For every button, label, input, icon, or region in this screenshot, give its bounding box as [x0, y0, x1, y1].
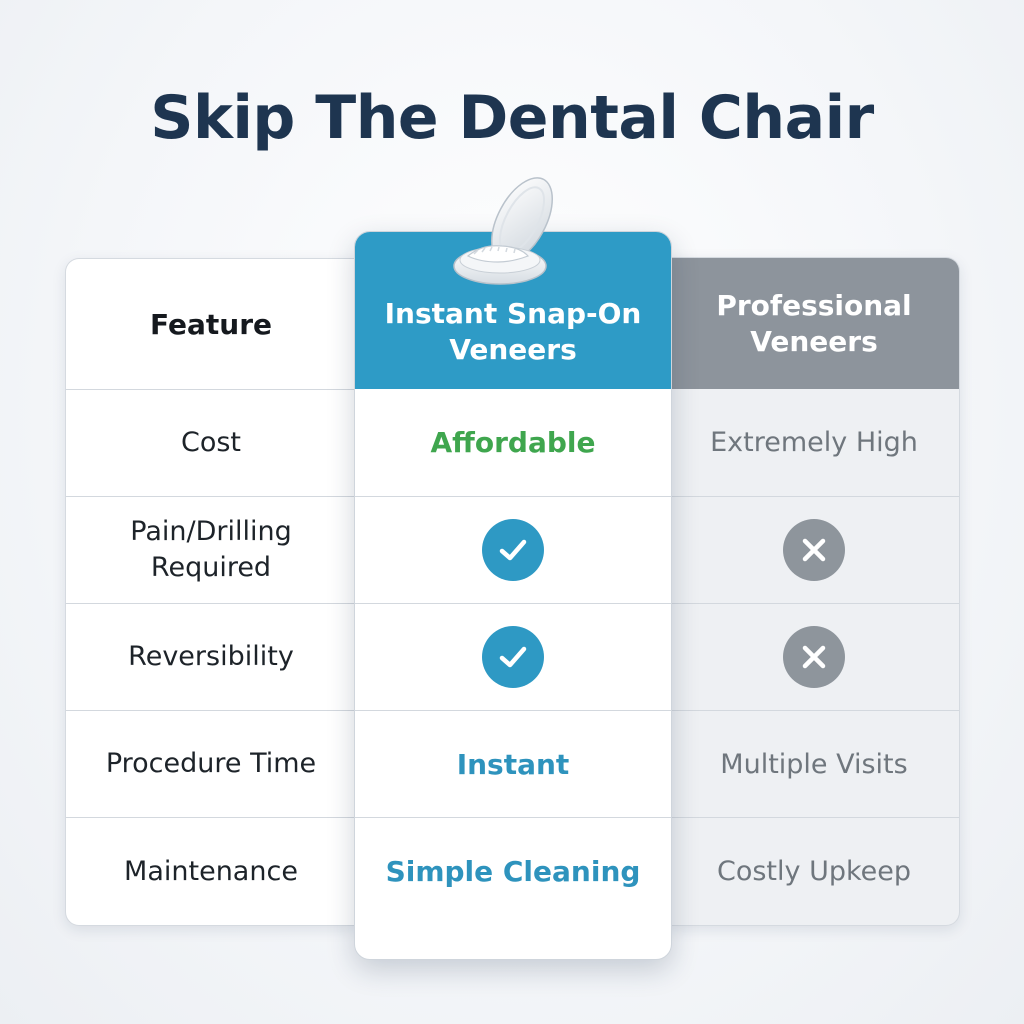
- feature-header-label: Feature: [150, 307, 272, 341]
- x-icon: [783, 626, 845, 688]
- snap-on-procedure-cell: Instant: [355, 710, 671, 817]
- feature-label-cost: Cost: [180, 427, 242, 458]
- professional-procedure-cell: Multiple Visits: [669, 710, 959, 817]
- professional-header-label: Professional Veneers: [716, 288, 912, 358]
- professional-pain-cell: [669, 496, 959, 603]
- snap-on-maintenance-value: Simple Cleaning: [385, 855, 641, 888]
- professional-column: Professional Veneers Extremely High Mult…: [669, 257, 960, 926]
- snap-on-procedure-value: Instant: [456, 747, 570, 781]
- table-row-reversibility: Reversibility: [66, 603, 356, 710]
- snap-on-header-label: Instant Snap-On Veneers: [384, 296, 642, 366]
- feature-label-reversibility: Reversibility: [128, 641, 294, 672]
- professional-maintenance-cell: Costly Upkeep: [669, 817, 959, 925]
- feature-label-maintenance: Maintenance: [124, 855, 298, 887]
- x-icon: [783, 519, 845, 581]
- feature-label-procedure-time: Procedure Time: [105, 748, 317, 779]
- snap-on-reversibility-cell: [355, 603, 671, 710]
- professional-procedure-value: Multiple Visits: [720, 748, 908, 780]
- professional-header-cell: Professional Veneers: [669, 258, 959, 389]
- page-title: Skip The Dental Chair: [150, 83, 874, 153]
- feature-label-pain: Pain/Drilling Required: [130, 516, 292, 583]
- checkmark-icon: [482, 519, 544, 581]
- table-row-cost: Cost: [66, 389, 356, 496]
- professional-cost-value: Extremely High: [710, 427, 918, 458]
- snap-on-column: Instant Snap-On Veneers Affordable Insta…: [354, 231, 672, 960]
- table-row-pain: Pain/Drilling Required: [66, 496, 356, 603]
- snap-on-cost-value: Affordable: [430, 426, 596, 459]
- feature-header-cell: Feature: [66, 259, 356, 389]
- professional-reversibility-cell: [669, 603, 959, 710]
- snap-on-cost-cell: Affordable: [355, 389, 671, 496]
- table-row-procedure-time: Procedure Time: [66, 710, 356, 817]
- table-row-maintenance: Maintenance: [66, 817, 356, 925]
- professional-maintenance-value: Costly Upkeep: [716, 856, 912, 887]
- checkmark-icon: [482, 626, 544, 688]
- snap-on-pain-cell: [355, 496, 671, 603]
- veneer-case-icon: [452, 170, 562, 290]
- feature-column: Feature Cost Pain/Drilling Required Reve…: [65, 258, 356, 926]
- snap-on-maintenance-cell: Simple Cleaning: [355, 817, 671, 925]
- professional-cost-cell: Extremely High: [669, 389, 959, 496]
